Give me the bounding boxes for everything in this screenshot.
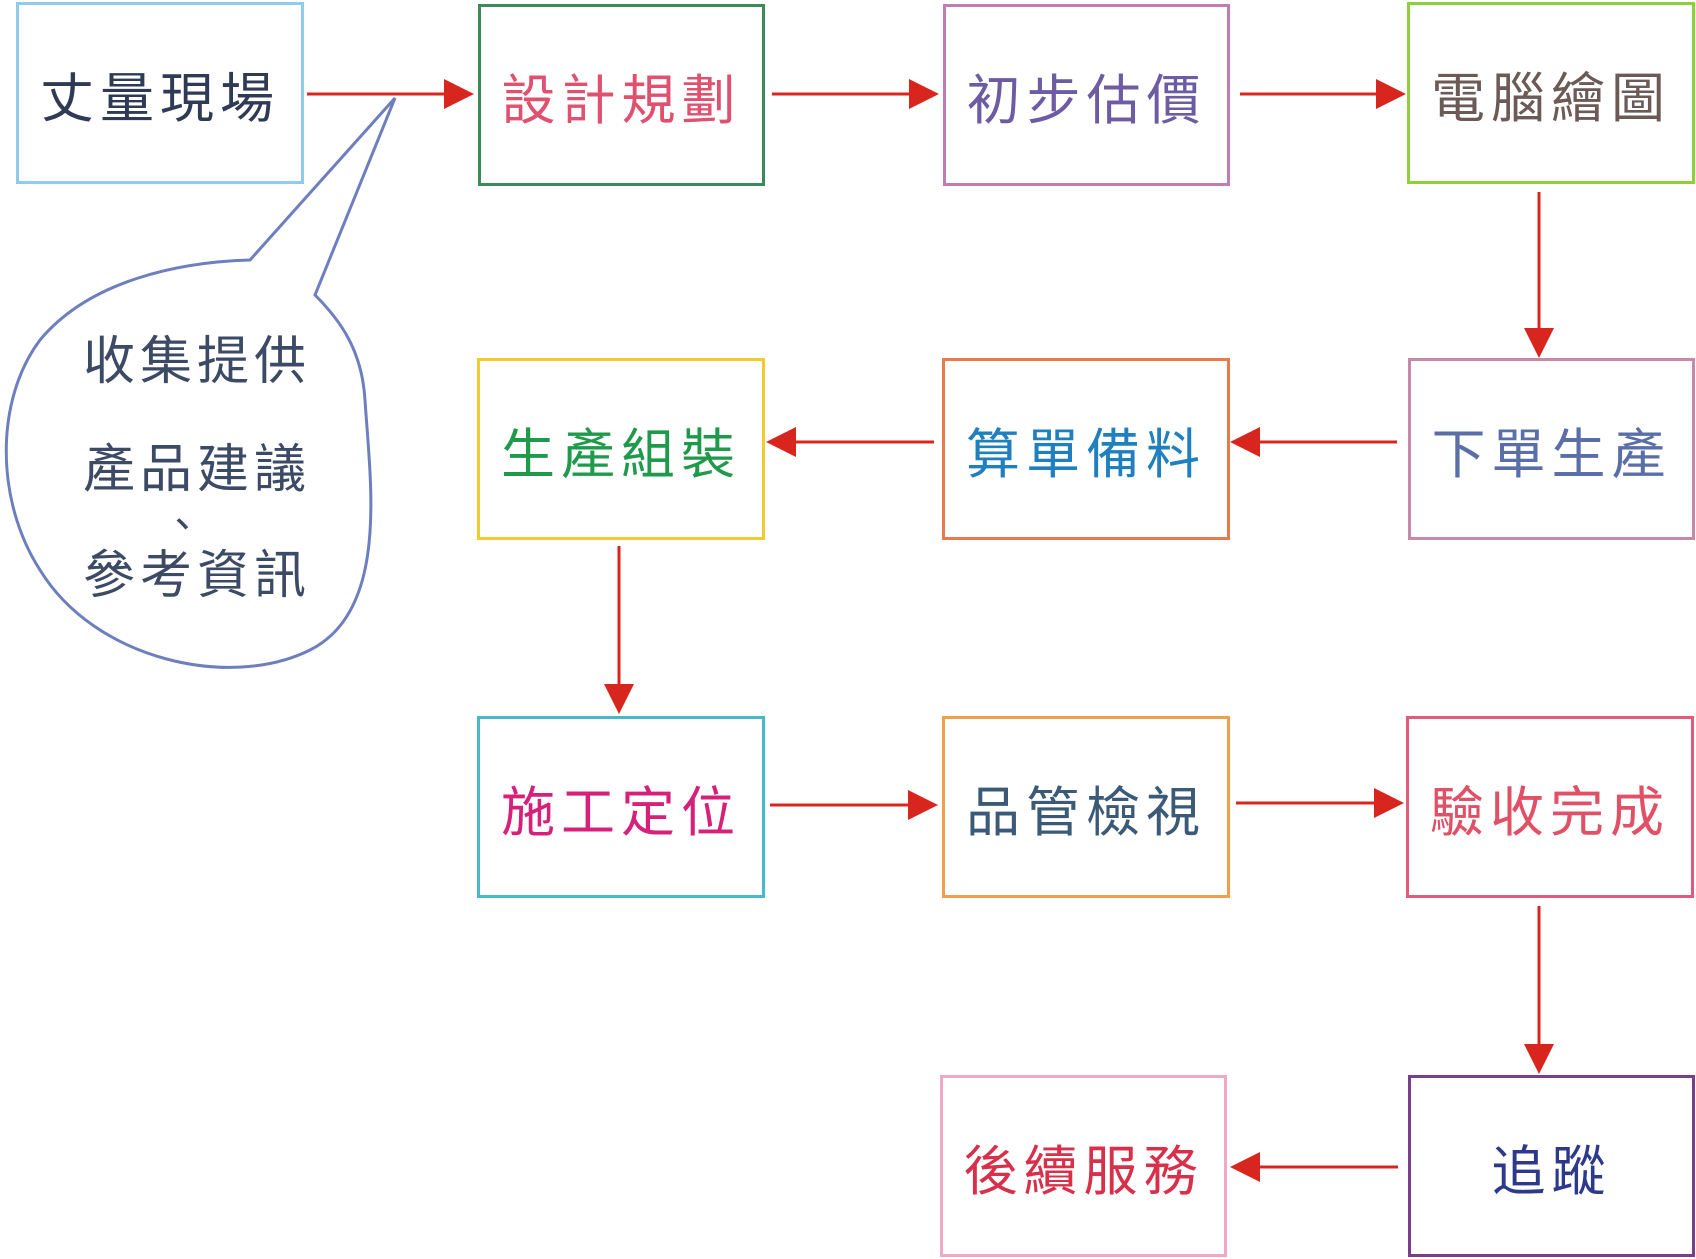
- step-label: 設計規劃: [501, 68, 742, 132]
- step-label: 後續服務: [963, 1139, 1204, 1203]
- step-measure-site: 丈量現場: [16, 2, 304, 184]
- step-installation: 施工定位: [477, 716, 765, 898]
- step-order-production: 下單生產: [1408, 358, 1695, 540]
- callout-line-4: 參考資訊: [82, 546, 311, 606]
- step-assembly: 生產組裝: [477, 358, 765, 540]
- step-design-planning: 設計規劃: [478, 4, 765, 186]
- step-acceptance: 驗收完成: [1406, 716, 1694, 898]
- step-initial-estimate: 初步估價: [943, 4, 1230, 186]
- callout-line-3: 、: [174, 491, 220, 537]
- step-computer-drawing: 電腦繪圖: [1407, 2, 1695, 184]
- step-label: 追蹤: [1491, 1139, 1612, 1203]
- step-label: 驗收完成: [1430, 780, 1670, 844]
- step-tracking: 追蹤: [1408, 1075, 1695, 1257]
- step-label: 施工定位: [501, 780, 741, 844]
- step-label: 算單備料: [966, 422, 1206, 486]
- step-label: 丈量現場: [40, 66, 280, 130]
- step-material-prep: 算單備料: [942, 358, 1230, 540]
- callout-line-2: 產品建議: [82, 440, 311, 500]
- step-quality-check: 品管檢視: [942, 716, 1230, 898]
- step-label: 下單生產: [1431, 422, 1672, 486]
- step-label: 品管檢視: [966, 780, 1206, 844]
- step-label: 初步估價: [966, 68, 1207, 132]
- step-after-service: 後續服務: [940, 1075, 1227, 1257]
- callout-line-1: 收集提供: [82, 332, 311, 392]
- step-label: 電腦繪圖: [1431, 66, 1671, 130]
- callout-bubble: [4, 96, 397, 669]
- step-label: 生產組裝: [501, 422, 741, 486]
